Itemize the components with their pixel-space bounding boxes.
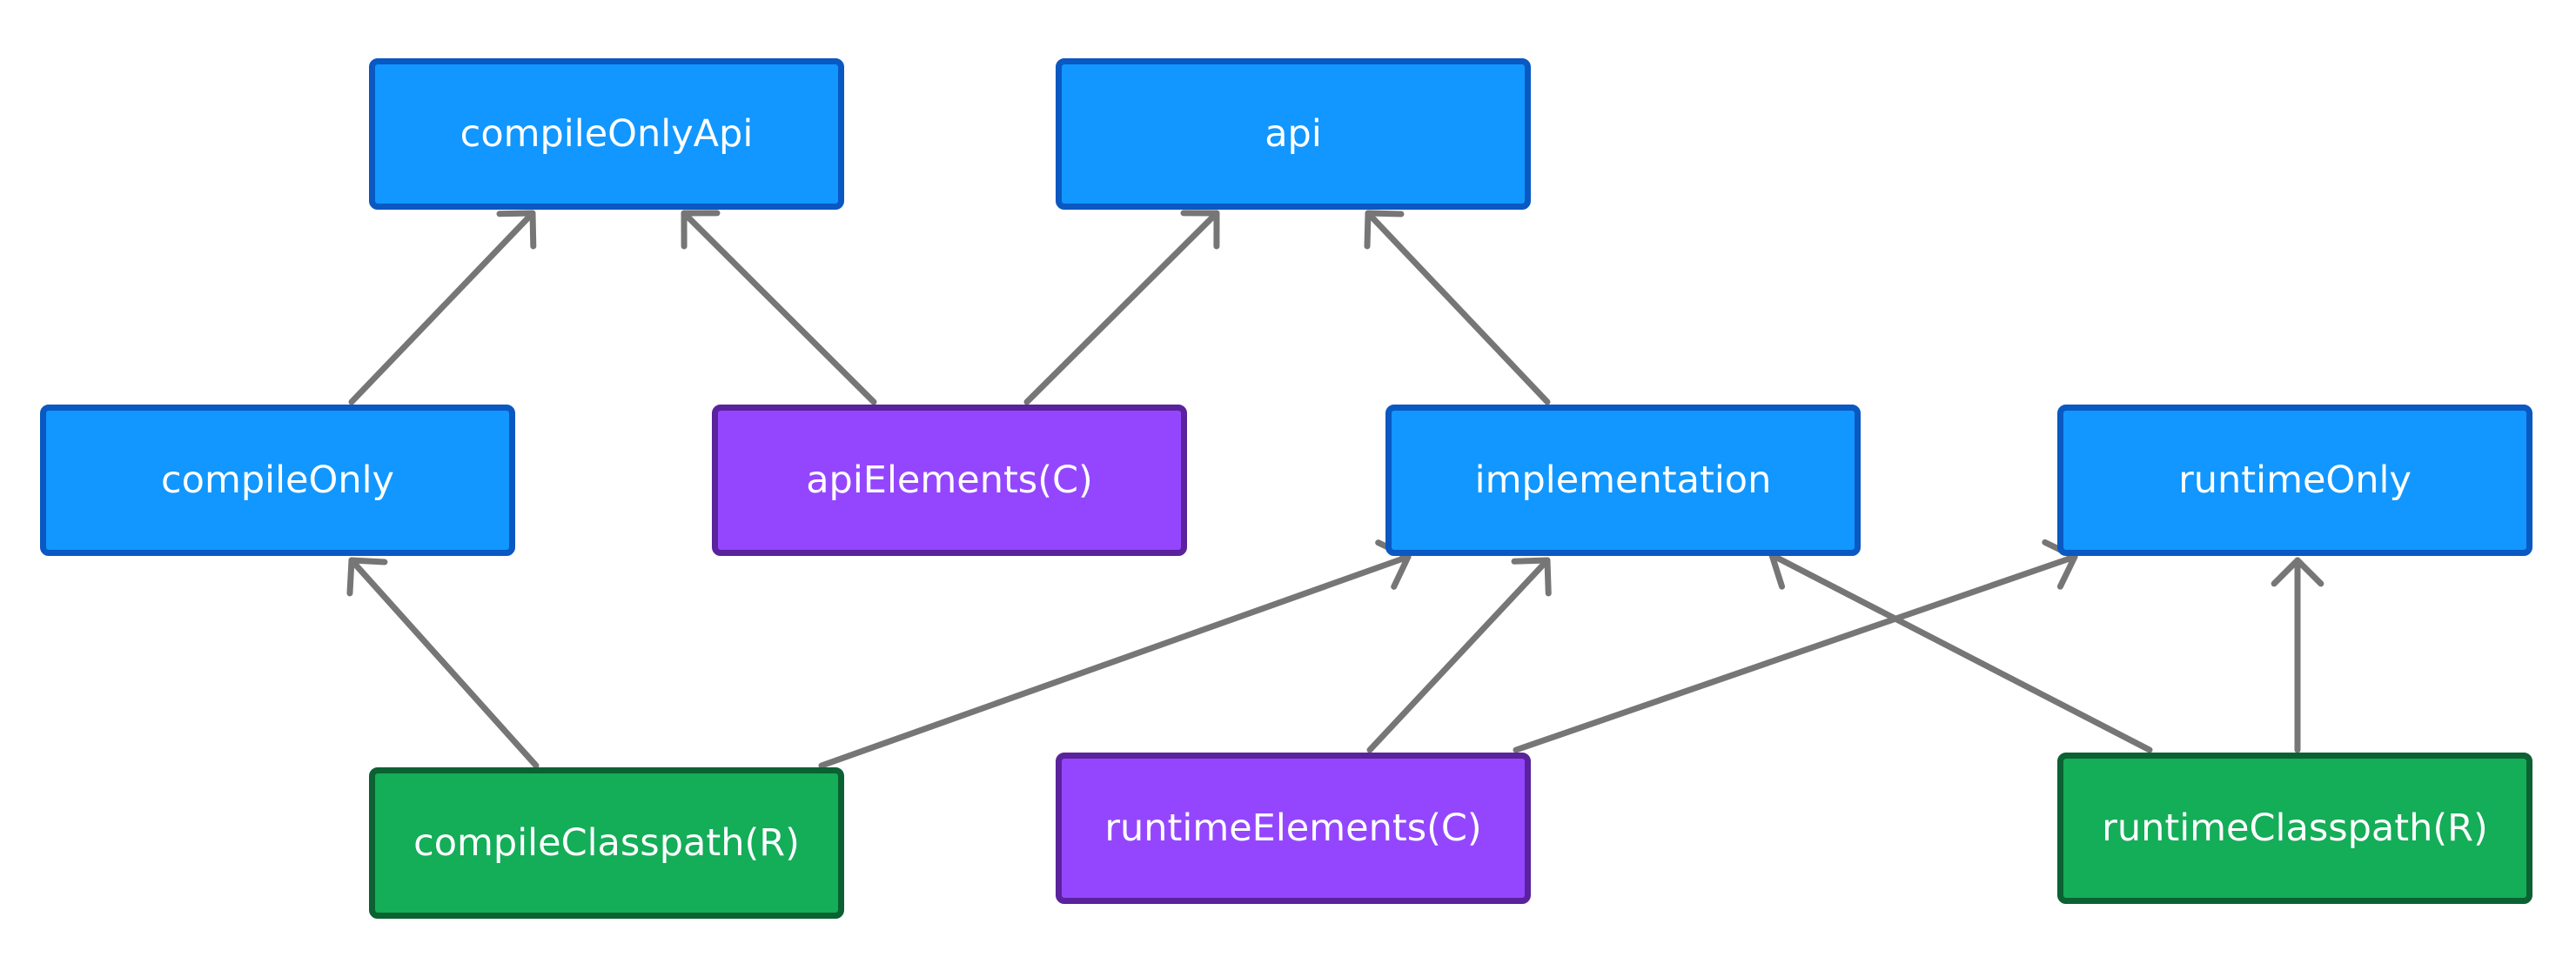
- node-label-compileOnlyApi: compileOnlyApi: [460, 112, 754, 156]
- edge-line: [818, 553, 1412, 769]
- node-runtimeClasspath: runtimeClasspath(R): [2057, 753, 2532, 904]
- edge-compileClasspath-to-implementation: [818, 539, 1412, 769]
- edge-line: [348, 557, 540, 769]
- node-label-apiElements: apiElements(C): [806, 458, 1093, 502]
- node-runtimeElements: runtimeElements(C): [1056, 753, 1531, 904]
- node-label-runtimeClasspath: runtimeClasspath(R): [2102, 806, 2488, 850]
- node-label-implementation: implementation: [1474, 458, 1772, 502]
- edge-line: [1365, 210, 1551, 405]
- edge-apiElements-to-compileOnlyApi: [681, 210, 877, 405]
- node-implementation: implementation: [1385, 405, 1861, 556]
- edge-line: [1513, 553, 2078, 753]
- edge-line: [1023, 210, 1220, 405]
- edge-implementation-to-api: [1364, 210, 1551, 405]
- node-label-runtimeElements: runtimeElements(C): [1104, 806, 1482, 850]
- edge-line: [348, 210, 536, 405]
- edge-runtimeElements-to-implementation: [1366, 557, 1552, 753]
- edge-compileOnly-to-compileOnlyApi: [348, 210, 537, 405]
- edge-runtimeElements-to-runtimeOnly: [1513, 539, 2078, 753]
- node-compileOnly: compileOnly: [40, 405, 515, 556]
- arrowhead-icon: [1180, 210, 1220, 250]
- arrowhead-icon: [1511, 557, 1552, 597]
- edge-line: [1768, 552, 2153, 753]
- arrowhead-icon: [2271, 557, 2324, 587]
- node-runtimeOnly: runtimeOnly: [2057, 405, 2532, 556]
- node-label-compileOnly: compileOnly: [161, 458, 394, 502]
- edge-runtimeClasspath-to-implementation: [1768, 541, 2153, 753]
- arrowhead-icon: [681, 210, 721, 250]
- node-compileOnlyApi: compileOnlyApi: [369, 58, 844, 210]
- node-compileClasspath: compileClasspath(R): [369, 767, 844, 919]
- node-api: api: [1056, 58, 1531, 210]
- arrowhead-icon: [496, 210, 537, 250]
- node-label-api: api: [1265, 112, 1322, 156]
- edge-apiElements-to-api: [1023, 210, 1220, 405]
- arrowhead-icon: [346, 557, 388, 597]
- node-apiElements: apiElements(C): [712, 405, 1187, 556]
- arrowhead-icon: [1364, 210, 1405, 250]
- edge-compileClasspath-to-compileOnly: [346, 557, 540, 769]
- node-label-compileClasspath: compileClasspath(R): [413, 821, 800, 865]
- arrowhead-icon: [2042, 539, 2078, 590]
- edge-runtimeClasspath-to-runtimeOnly: [2271, 557, 2324, 753]
- edge-line: [681, 210, 877, 405]
- node-label-runtimeOnly: runtimeOnly: [2178, 458, 2412, 502]
- edge-line: [1366, 557, 1551, 753]
